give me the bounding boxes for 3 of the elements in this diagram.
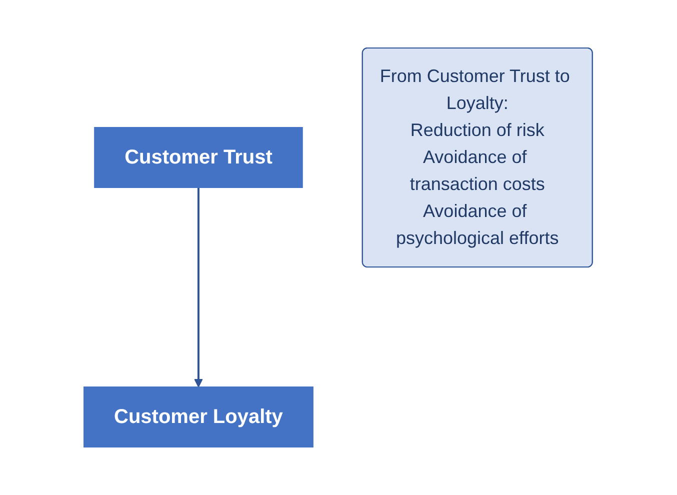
node-box: Customer Loyalty (84, 386, 314, 448)
arrow (194, 188, 204, 388)
node-box: Customer Trust (94, 127, 304, 188)
